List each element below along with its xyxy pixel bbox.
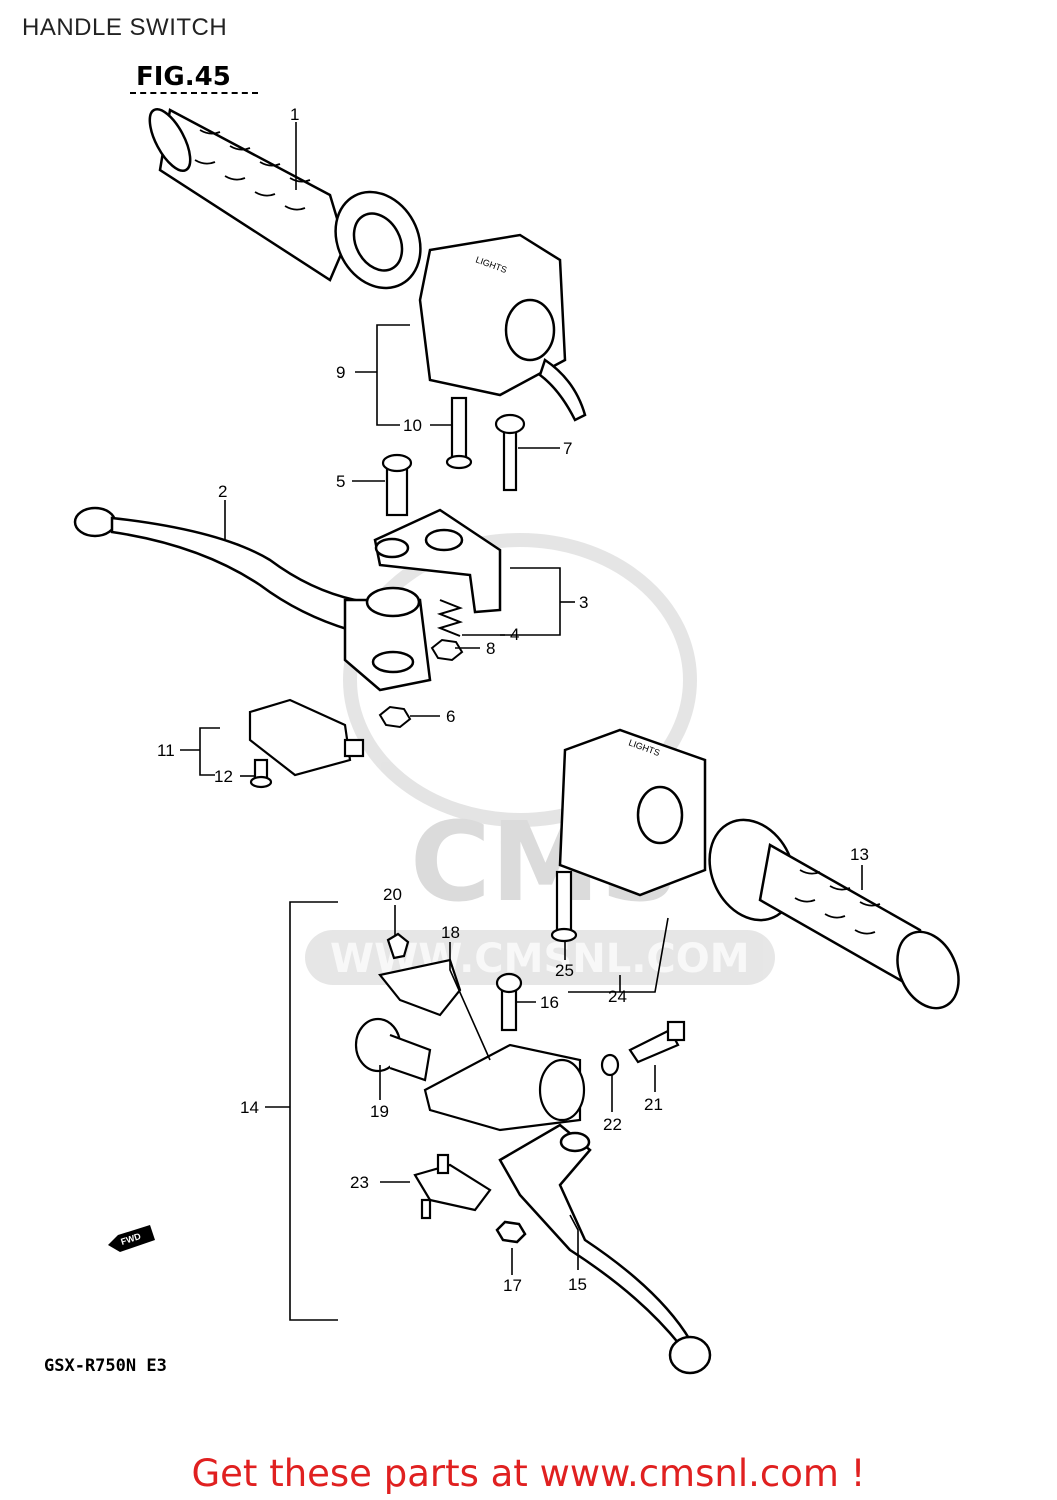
part-numbers: 1 2 3 4 5 6 7 8 9 10 11 12 13 14 15 16 1…: [157, 105, 869, 1295]
part-number-25: 25: [555, 961, 574, 980]
lever-bracket: [373, 508, 502, 614]
figure-label: FIG.45: [136, 62, 231, 92]
part-number-22: 22: [603, 1115, 622, 1134]
part-number-6: 6: [446, 707, 455, 726]
part-number-7: 7: [563, 439, 572, 458]
part-number-20: 20: [383, 885, 402, 904]
part-number-14: 14: [240, 1098, 259, 1117]
clutch-switch: [248, 698, 365, 789]
part-number-11: 11: [157, 741, 175, 760]
part-number-15: 15: [568, 1275, 587, 1294]
part-number-5: 5: [336, 472, 345, 491]
left-grip: [148, 108, 422, 290]
front-brake-parts: [354, 958, 586, 1132]
part-number-21: 21: [644, 1095, 663, 1114]
part-number-3: 3: [579, 593, 588, 612]
bolts-lower: [386, 870, 686, 1077]
footer-cta-link[interactable]: Get these parts at www.cmsnl.com !: [191, 1452, 866, 1495]
page-title: HANDLE SWITCH: [22, 14, 228, 41]
part-number-10: 10: [403, 416, 422, 435]
bolts-upper: [381, 396, 526, 517]
model-code: GSX-R750N E3: [44, 1356, 167, 1376]
part-number-18: 18: [441, 923, 460, 942]
part-number-2: 2: [218, 482, 227, 501]
left-switch-housing: LIGHTS: [418, 233, 587, 422]
spring-and-nuts: [378, 599, 464, 729]
figure-underline: [130, 92, 258, 94]
part-number-8: 8: [486, 639, 495, 658]
part-number-4: 4: [510, 625, 519, 644]
forward-arrow-icon: FWD: [108, 1225, 155, 1252]
part-number-23: 23: [350, 1173, 369, 1192]
part-number-13: 13: [850, 845, 869, 864]
part-number-17: 17: [503, 1276, 522, 1295]
leader-lines: [180, 122, 863, 1321]
part-number-16: 16: [540, 993, 559, 1012]
clutch-lever: [73, 506, 432, 692]
part-number-12: 12: [214, 767, 233, 786]
right-switch-housing: LIGHTS: [558, 728, 707, 897]
part-number-9: 9: [336, 363, 345, 382]
part-number-19: 19: [370, 1102, 389, 1121]
part-number-24: 24: [608, 987, 627, 1006]
right-grip: [708, 818, 960, 1010]
brake-light-switch: [413, 1153, 492, 1220]
part-number-1: 1: [290, 105, 299, 124]
brake-lever: [495, 1123, 712, 1375]
